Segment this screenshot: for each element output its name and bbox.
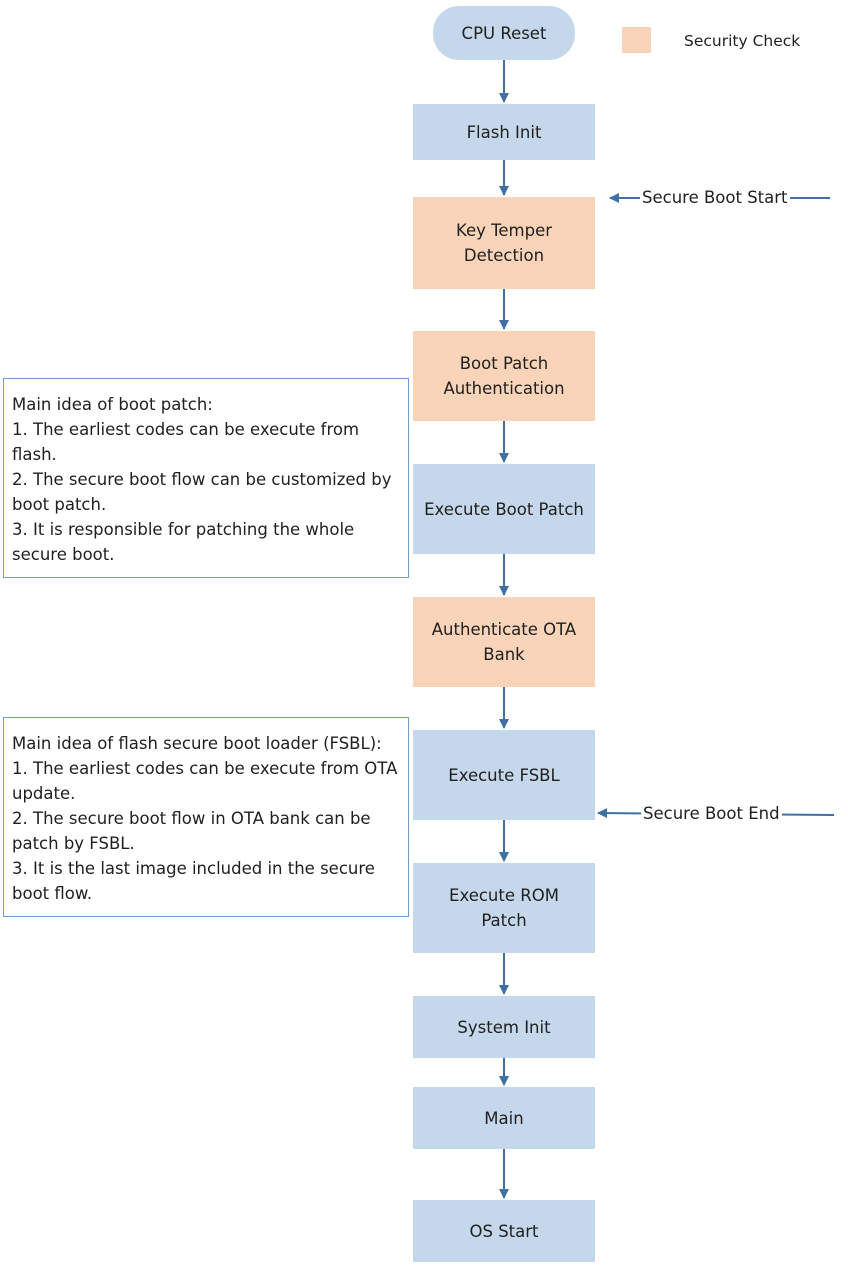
step-execute-fsbl: Execute FSBL [413, 730, 595, 820]
boot-patch-note-item: 1. The earliest codes can be execute fro… [12, 420, 360, 464]
secure-boot-end-label: Secure Boot End [641, 803, 782, 825]
step-os-start: OS Start [413, 1200, 595, 1262]
step-authenticate-ota-bank: Authenticate OTA Bank [413, 597, 595, 687]
boot-patch-note-item: 3. It is responsible for patching the wh… [12, 520, 355, 564]
step-execute-rom-patch: Execute ROM Patch [413, 863, 595, 953]
fsbl-note: Main idea of flash secure boot loader (F… [3, 717, 409, 917]
fsbl-note-item: 3. It is the last image included in the … [12, 859, 375, 903]
legend-swatch [622, 27, 651, 53]
step-key-temper-detection: Key Temper Detection [413, 197, 595, 289]
step-flash-init: Flash Init [413, 104, 595, 160]
fsbl-note-title: Main idea of flash secure boot loader (F… [12, 734, 382, 753]
boot-patch-note-item: 2. The secure boot flow can be customize… [12, 470, 392, 514]
step-system-init: System Init [413, 996, 595, 1058]
legend-label: Security Check [684, 32, 801, 50]
step-main: Main [413, 1087, 595, 1149]
boot-patch-note-title: Main idea of boot patch: [12, 395, 213, 414]
boot-patch-note: Main idea of boot patch: 1. The earliest… [3, 378, 409, 578]
step-boot-patch-authentication: Boot Patch Authentication [413, 331, 595, 421]
fsbl-note-item: 1. The earliest codes can be execute fro… [12, 759, 398, 803]
step-cpu-reset: CPU Reset [433, 6, 575, 60]
secure-boot-start-label: Secure Boot Start [640, 187, 790, 209]
fsbl-note-item: 2. The secure boot flow in OTA bank can … [12, 809, 371, 853]
step-execute-boot-patch: Execute Boot Patch [413, 464, 595, 554]
